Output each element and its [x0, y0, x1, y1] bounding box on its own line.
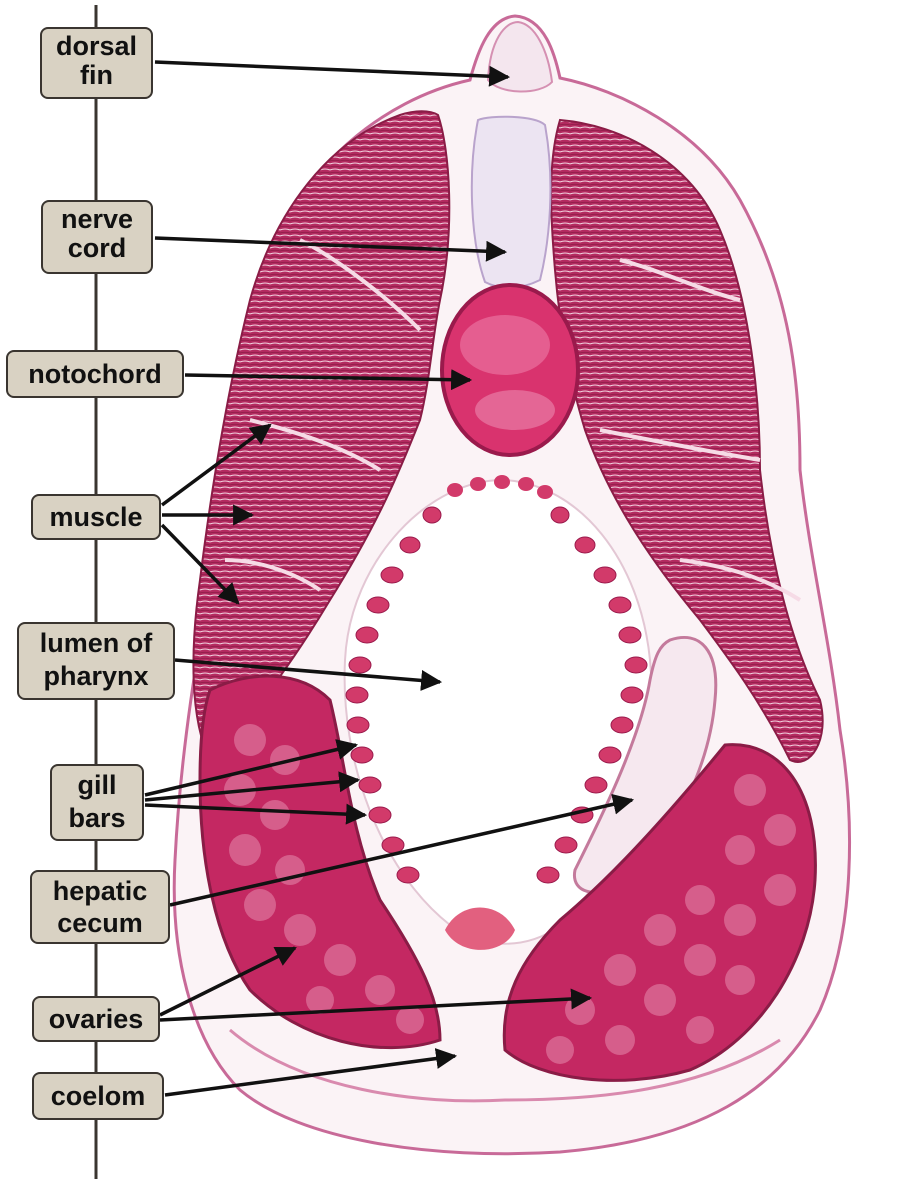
label-hepatic-line1: hepatic: [38, 875, 162, 907]
label-nerve-cord-line1: nerve: [49, 205, 145, 234]
notochord-highlight: [460, 315, 550, 375]
label-gill-line1: gill: [58, 769, 136, 802]
label-gill-line2: bars: [58, 802, 136, 835]
label-lumen-line1: lumen of: [25, 627, 167, 660]
label-notochord: notochord: [6, 350, 184, 398]
nerve-cord: [472, 117, 551, 288]
label-hepatic-line2: cecum: [38, 907, 162, 939]
label-hepatic-cecum: hepatic cecum: [30, 870, 170, 944]
label-dorsal-fin: dorsal fin: [40, 27, 153, 99]
label-nerve-cord-line2: cord: [49, 234, 145, 263]
arrow-dorsal-fin: [155, 62, 508, 77]
label-ovaries-line1: ovaries: [40, 1001, 152, 1037]
label-nerve-cord: nerve cord: [41, 200, 153, 274]
notochord-highlight-2: [475, 390, 555, 430]
label-notochord-line1: notochord: [14, 355, 176, 393]
label-gill-bars: gill bars: [50, 764, 144, 841]
label-coelom: coelom: [32, 1072, 164, 1120]
label-ovaries: ovaries: [32, 996, 160, 1042]
label-coelom-line1: coelom: [40, 1077, 156, 1115]
label-muscle: muscle: [31, 494, 161, 540]
label-lumen-line2: pharynx: [25, 660, 167, 693]
label-dorsal-fin-line2: fin: [48, 61, 145, 90]
label-lumen-of-pharynx: lumen of pharynx: [17, 622, 175, 700]
label-dorsal-fin-line1: dorsal: [48, 32, 145, 61]
label-muscle-line1: muscle: [39, 499, 153, 535]
